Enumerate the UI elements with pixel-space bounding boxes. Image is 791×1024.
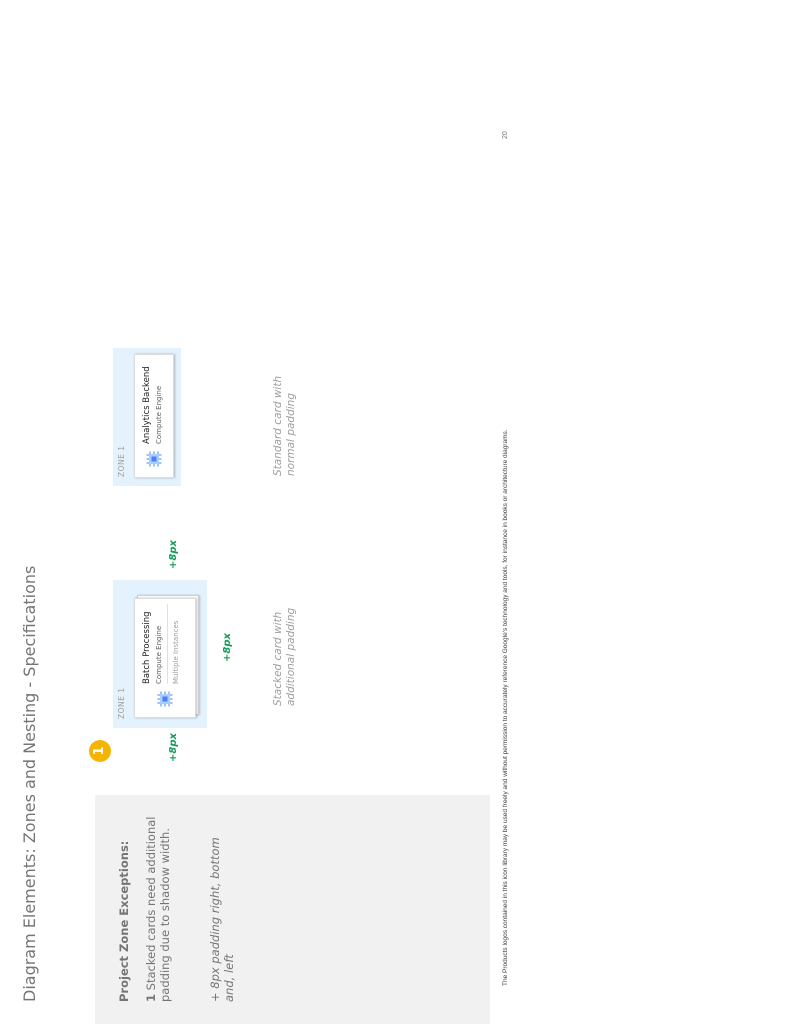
zone-label: ZONE 1 <box>117 445 126 477</box>
standard-card: Analytics Backend Compute Engine <box>134 354 174 478</box>
padding-label-bottom: +8px <box>222 633 233 662</box>
notes-heading: Project Zone Exceptions: <box>117 840 131 1002</box>
card-title: Batch Processing <box>142 611 152 684</box>
card-subtitle: Compute Engine <box>155 625 163 684</box>
notes-item-number: 1 <box>144 993 158 1002</box>
card-divider <box>167 604 168 684</box>
card-title: Analytics Backend <box>142 366 152 444</box>
stacked-card: Batch Processing Compute Engine Multiple… <box>134 598 196 718</box>
compute-engine-icon <box>157 691 173 707</box>
card-extra-line: Multiple Instances <box>172 620 180 684</box>
notes-item-text: Stacked cards need additional padding du… <box>144 816 172 1002</box>
padding-label-left: +8px <box>168 733 179 762</box>
notes-padding-rule: + 8px padding right, bottom and, left <box>208 837 236 1002</box>
notes-item: 1 Stacked cards need additional padding … <box>144 812 172 1002</box>
page-number: 20 <box>502 131 509 139</box>
footer-disclaimer: The Products logos contained in this ico… <box>502 429 509 986</box>
step-badge: 1 <box>89 740 111 762</box>
standard-caption: Standard card with normal padding <box>272 375 297 476</box>
page-title: Diagram Elements: Zones and Nesting - Sp… <box>20 565 39 1002</box>
card-subtitle: Compute Engine <box>155 385 163 444</box>
padding-label-right: +8px <box>168 540 179 569</box>
zone-label: ZONE 1 <box>117 687 126 719</box>
stacked-caption: Stacked card with additional padding <box>272 607 297 706</box>
compute-engine-icon <box>146 451 162 467</box>
